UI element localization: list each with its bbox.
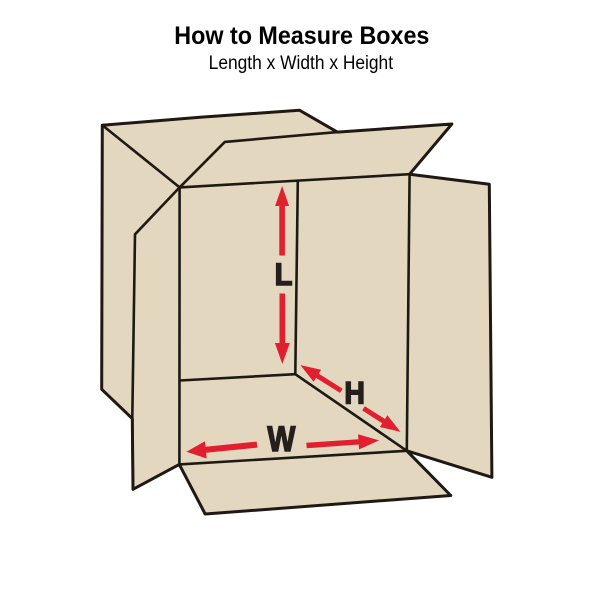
- svg-text:W: W: [267, 420, 295, 459]
- svg-text:H: H: [344, 377, 365, 411]
- svg-text:L: L: [275, 258, 293, 292]
